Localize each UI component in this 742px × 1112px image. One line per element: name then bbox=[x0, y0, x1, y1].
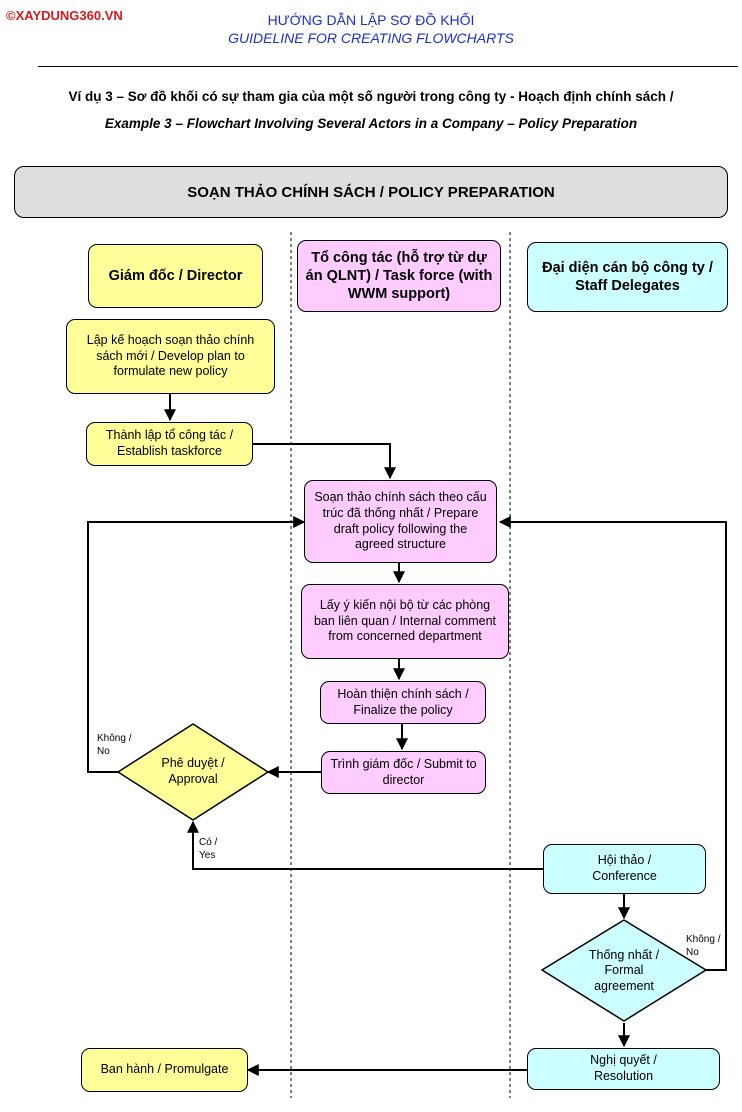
actor-director: Giám đốc / Director bbox=[88, 244, 263, 308]
actor-taskforce: Tổ công tác (hỗ trợ từ dự án QLNT) / Tas… bbox=[297, 240, 501, 312]
step-prepare-draft: Soạn thảo chính sách theo cấu trúc đã th… bbox=[304, 480, 497, 563]
step-resolution: Nghị quyết / Resolution bbox=[527, 1048, 720, 1090]
approval-yes-label: Có / Yes bbox=[199, 837, 218, 861]
step-establish-taskforce: Thành lập tổ công tác / Establish taskfo… bbox=[86, 422, 253, 466]
step-conference: Hội thảo / Conference bbox=[543, 844, 706, 894]
step-internal-comment: Lấy ý kiến nội bộ từ các phòng ban liên … bbox=[301, 584, 509, 659]
actor-staff-delegates: Đại diện cán bộ công ty / Staff Delegate… bbox=[527, 242, 728, 312]
agreement-diamond bbox=[540, 919, 708, 1022]
approval-diamond bbox=[116, 723, 270, 821]
logo: ©XAYDUNG360.VN bbox=[6, 8, 123, 23]
approval-label: Phê duyệt / Approval bbox=[161, 756, 225, 786]
arrow-conference-to-approval bbox=[187, 820, 543, 870]
step-submit-director: Trình giám đốc / Submit to director bbox=[321, 751, 486, 794]
agreement-label: Thống nhất / Formal agreement bbox=[588, 947, 660, 993]
arrow-approval-no-loop bbox=[87, 516, 306, 773]
process-banner: SOẠN THẢO CHÍNH SÁCH / POLICY PREPARATIO… bbox=[14, 166, 728, 218]
agreement-no-label: Không / No bbox=[686, 934, 721, 958]
example-title-vi: Ví dụ 3 – Sơ đồ khối có sự tham gia của … bbox=[68, 89, 674, 104]
approval-no-label: Không / No bbox=[97, 733, 132, 757]
page-title: HƯỚNG DẪN LẬP SƠ ĐỒ KHỐI bbox=[267, 12, 475, 28]
header-divider bbox=[38, 66, 738, 67]
page-subtitle: GUIDELINE FOR CREATING FLOWCHARTS bbox=[228, 30, 514, 46]
arrow-agreement-no-loop bbox=[498, 516, 727, 971]
step-develop-plan: Lập kế hoạch soạn thảo chính sách mới / … bbox=[66, 319, 275, 394]
step-promulgate: Ban hành / Promulgate bbox=[81, 1048, 248, 1092]
arrow-establish-to-prepare bbox=[253, 443, 396, 480]
example-title-en: Example 3 – Flowchart Involving Several … bbox=[104, 116, 638, 131]
step-finalize-policy: Hoàn thiện chính sách / Finalize the pol… bbox=[320, 681, 486, 724]
